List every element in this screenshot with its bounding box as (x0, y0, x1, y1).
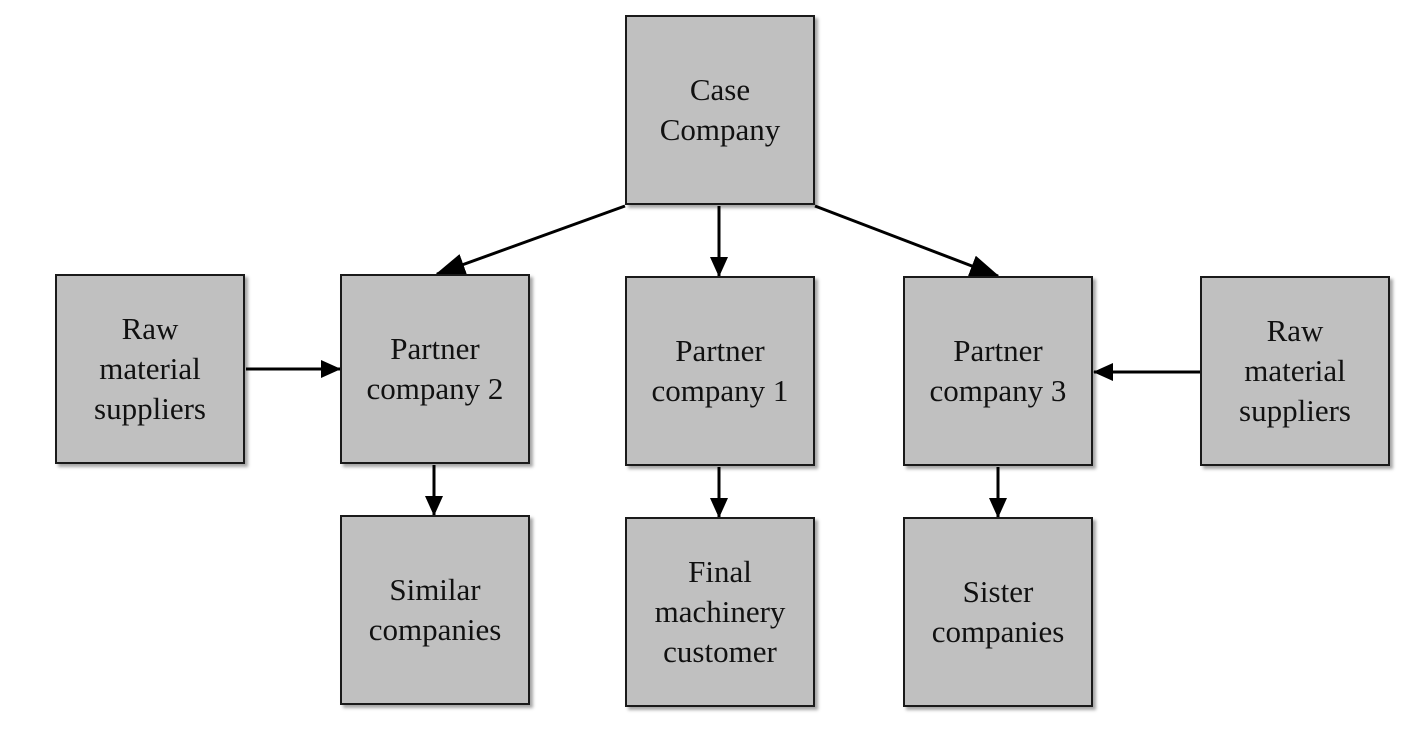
node-sister-companies: Sister companies (903, 517, 1093, 707)
node-raw-material-suppliers-right: Raw material suppliers (1200, 276, 1390, 466)
node-label: Partner company 2 (366, 331, 504, 406)
node-label: Raw material suppliers (1239, 313, 1351, 428)
node-label: Case Company (659, 72, 781, 147)
node-label: Raw material suppliers (94, 311, 206, 426)
node-case-company: Case Company (625, 15, 815, 205)
node-similar-companies: Similar companies (340, 515, 530, 705)
node-partner-company-3: Partner company 3 (903, 276, 1093, 466)
node-partner-company-2: Partner company 2 (340, 274, 530, 464)
node-label: Partner company 3 (929, 333, 1067, 408)
arrow-case-to-partner3 (814, 204, 1000, 278)
node-label: Sister companies (931, 574, 1065, 649)
node-partner-company-1: Partner company 1 (625, 276, 815, 466)
node-raw-material-suppliers-left: Raw material suppliers (55, 274, 245, 464)
arrow-case-to-partner2 (435, 204, 626, 276)
node-label: Partner company 1 (651, 333, 789, 408)
node-final-machinery-customer: Final machinery customer (625, 517, 815, 707)
node-label: Final machinery customer (654, 554, 786, 669)
node-label: Similar companies (368, 572, 502, 647)
